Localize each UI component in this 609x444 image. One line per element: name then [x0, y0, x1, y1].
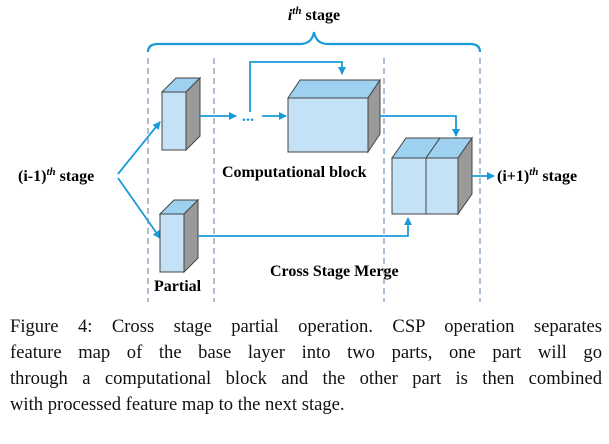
arrow-to-merge-top — [380, 115, 460, 137]
split-arrow-bottom — [117, 177, 161, 239]
merged-feature-block — [391, 136, 473, 216]
stage-brace — [146, 31, 482, 53]
ellipsis: ... — [242, 108, 254, 125]
caption-line: through a computational block and the ot… — [10, 368, 602, 389]
split-arrow-top — [117, 121, 161, 175]
caption-line: with processed feature map to the next s… — [10, 394, 345, 415]
partial-feature-block — [158, 198, 200, 274]
cross-stage-merge-label: Cross Stage Merge — [270, 263, 399, 280]
computational-block-label: Computational block — [222, 164, 367, 181]
stage-next-label: (i+1)th stage — [497, 166, 577, 185]
base-feature-block — [160, 76, 202, 152]
stage-i-label: ith stage — [288, 5, 340, 24]
csp-diagram: ith stage ... Computational block — [18, 5, 577, 302]
figure-caption: Figure 4: Cross stage partial operation.… — [10, 314, 602, 418]
caption-line: feature map of the base layer into two p… — [10, 342, 602, 363]
stage-separators — [147, 58, 481, 302]
partial-label: Partial — [154, 278, 202, 295]
stage-prev-label: (i-1)th stage — [18, 166, 94, 185]
arrow-to-merge-bottom — [198, 217, 412, 237]
skip-connection-arrow — [249, 61, 346, 112]
caption-line: Figure 4: Cross stage partial operation.… — [10, 316, 602, 337]
computational-block — [287, 78, 381, 154]
